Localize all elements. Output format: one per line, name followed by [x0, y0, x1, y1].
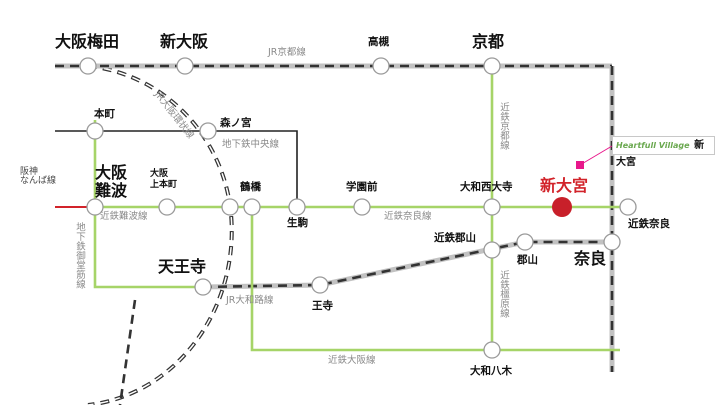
label-shin-omiya: 新大宮: [540, 176, 589, 195]
label-shin-osaka: 新大阪: [160, 32, 209, 51]
label-kintetsu-nara: 近鉄奈良: [628, 218, 670, 230]
station-osaka-umeda[interactable]: [79, 57, 97, 75]
station-shin-osaka[interactable]: [176, 57, 194, 75]
label-kintetsu-namba-line: 近鉄難波線: [100, 211, 148, 222]
station-morinomiya[interactable]: [199, 122, 217, 140]
station-oji[interactable]: [311, 276, 329, 294]
station-kintetsu-koriyama[interactable]: [483, 241, 501, 259]
station-loop-junction: [221, 198, 239, 216]
station-gakuenmae[interactable]: [353, 198, 371, 216]
label-oji: 王寺: [312, 300, 333, 312]
label-takatsuki: 高槻: [368, 36, 389, 48]
label-tsuruhashi: 鶴橋: [240, 181, 261, 193]
jr-yamatoji-line: [202, 239, 612, 290]
label-subway-midosuji-line: 地下鉄御堂筋線: [73, 222, 85, 289]
label-yamato-yagi: 大和八木: [470, 365, 512, 377]
station-shin-omiya[interactable]: [552, 197, 572, 217]
station-kyoto[interactable]: [483, 57, 501, 75]
station-tsuruhashi[interactable]: [243, 198, 261, 216]
label-osaka-uehonmachi: 大阪 上本町: [150, 169, 178, 190]
label-kintetsu-nara-line: 近鉄奈良線: [384, 211, 432, 222]
label-osaka-namba: 大阪 難波: [95, 163, 128, 200]
label-kintetsu-kashihara-line: 近鉄橿原線: [497, 270, 509, 318]
label-koriyama: 郡山: [517, 254, 538, 266]
label-gakuenmae: 学園前: [346, 181, 378, 193]
label-hanshin-namba: 阪神 なんば線: [20, 167, 57, 186]
subway-midosuji-line: [93, 120, 203, 289]
label-ikoma: 生駒: [287, 217, 308, 229]
label-osaka-umeda: 大阪梅田: [55, 32, 120, 51]
label-jr-yamatoji-line: JR大和路線: [226, 295, 274, 306]
label-yamato-saidaiji: 大和西大寺: [460, 181, 513, 193]
heartfull-village-logo: Heartfull Village 新大宮: [612, 136, 715, 168]
label-nara: 奈良: [574, 249, 607, 268]
station-osaka-uehonmachi[interactable]: [158, 198, 176, 216]
label-morinomiya: 森ノ宮: [220, 117, 252, 129]
label-kintetsu-kyoto-line: 近鉄京都線: [497, 102, 509, 150]
station-honmachi[interactable]: [86, 122, 104, 140]
label-tennoji: 天王寺: [158, 257, 207, 276]
station-yamato-yagi[interactable]: [483, 341, 501, 359]
logo-name: 新大宮: [616, 140, 705, 168]
subway-chuo-line: [55, 130, 298, 207]
label-kintetsu-osaka-line: 近鉄大阪線: [328, 355, 376, 366]
label-kyoto: 京都: [472, 32, 505, 51]
label-kintetsu-koriyama: 近鉄郡山: [434, 232, 476, 244]
label-honmachi: 本町: [94, 108, 115, 120]
logo-brand: Heartfull Village: [616, 141, 690, 150]
station-nara[interactable]: [603, 233, 621, 251]
label-jr-kyoto-line: JR京都線: [268, 47, 306, 58]
station-yamato-saidaiji[interactable]: [483, 198, 501, 216]
station-ikoma[interactable]: [288, 198, 306, 216]
station-kintetsu-nara[interactable]: [619, 198, 637, 216]
station-osaka-namba[interactable]: [86, 198, 104, 216]
station-tennoji[interactable]: [194, 278, 212, 296]
label-subway-chuo-line: 地下鉄中央線: [222, 139, 280, 150]
station-koriyama[interactable]: [516, 233, 534, 251]
station-takatsuki[interactable]: [372, 57, 390, 75]
